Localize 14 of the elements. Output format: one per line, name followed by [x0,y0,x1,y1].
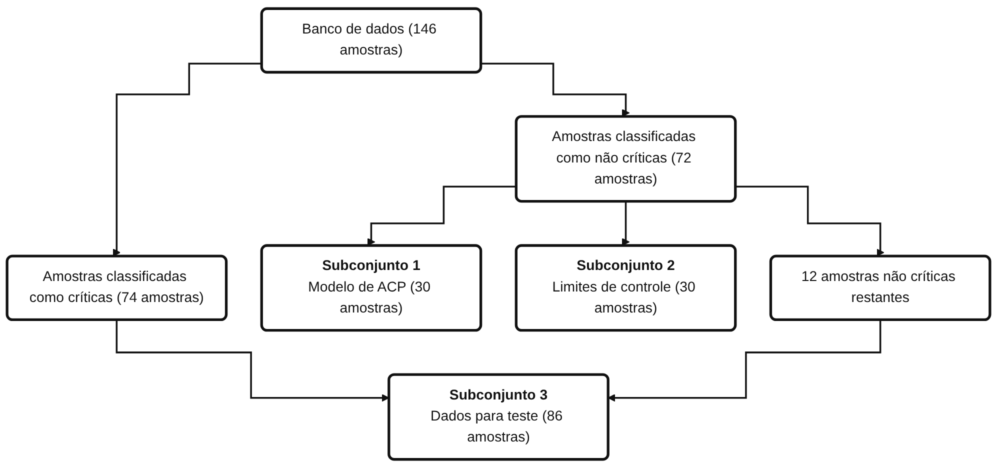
node-box: Amostras classificadas como críticas (74 amostras) [6,254,228,322]
node-box: Subconjunto 1 Modelo de ACP (30 amostras) [260,244,482,332]
arrow [735,186,884,256]
arrow [480,62,630,117]
node-box: 12 amostras não críticas restantes [769,254,992,322]
arrow [116,318,390,402]
arrow [622,200,630,246]
arrow [608,318,882,402]
node-box: Subconjunto 3 Dados para teste (86 amostras) [388,373,610,461]
node-box: Subconjunto 2 Limites de controle (30 amostras) [514,244,737,332]
node-box: Banco de dados (146 amostras) [260,7,482,74]
node-box: Amostras classificadas como não críticas (72 amostras) [514,115,737,203]
arrow [112,62,262,256]
arrow [367,186,516,246]
